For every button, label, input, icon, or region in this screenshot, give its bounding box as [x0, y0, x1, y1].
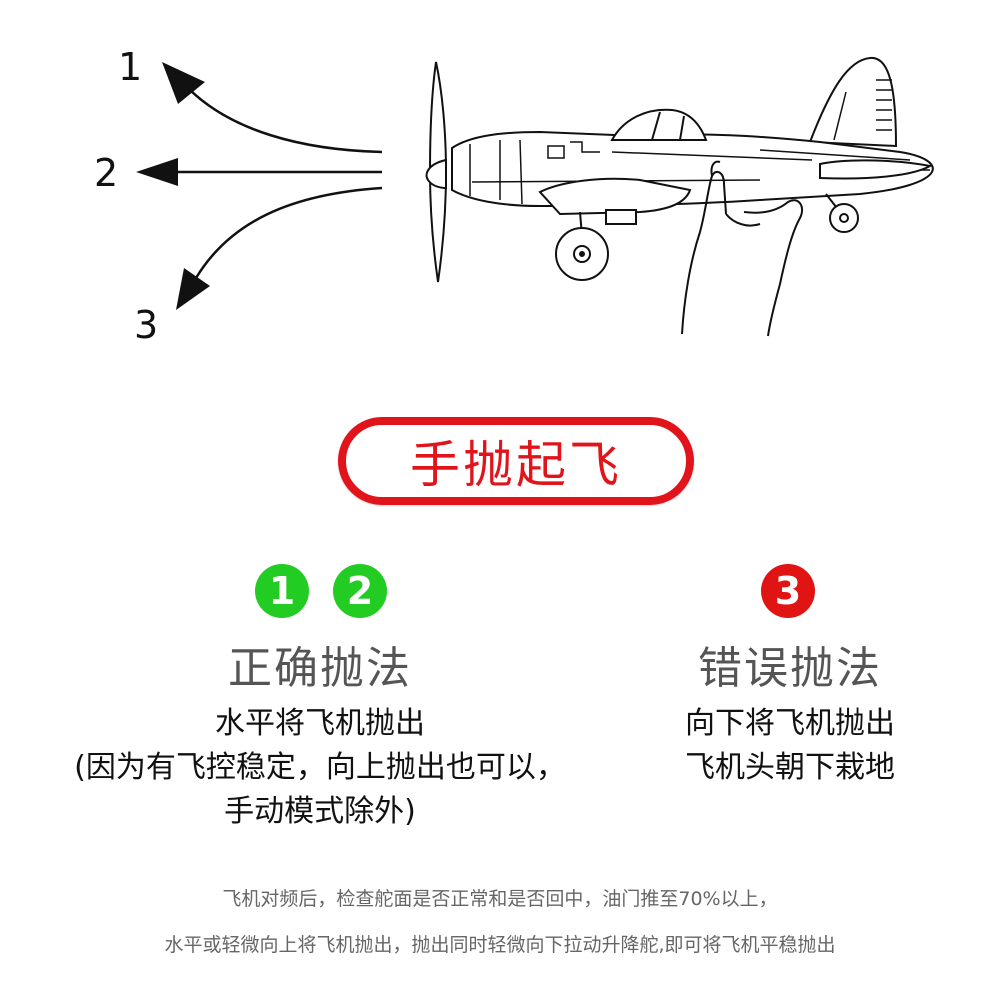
wrong-heading: 错误抛法 [698, 643, 882, 694]
instruction-note-2: 水平或轻微向上将飞机抛出，抛出同时轻微向下拉动升降舵,即可将飞机平稳抛出 [164, 934, 836, 956]
correct-badge-2: 2 [333, 564, 387, 618]
stabilizer [819, 159, 933, 180]
hand-drawing [681, 160, 804, 337]
correct-line-1: 水平将飞机抛出 [215, 706, 425, 741]
arrow-1-path [187, 87, 383, 154]
correct-line-2: (因为有飞控稳定，向上抛出也可以， [74, 750, 566, 785]
arrow-2-label: 2 [94, 151, 119, 195]
instruction-note-1: 飞机对频后，检查舵面是否正常和是否回中，油门推至70%以上， [222, 888, 778, 910]
spinner [425, 158, 447, 190]
correct-badge-1: 1 [255, 564, 309, 618]
wrong-badge-3: 3 [761, 564, 815, 618]
tail-fin [808, 56, 898, 148]
arrow-3-head [176, 268, 210, 310]
trajectory-arrows [172, 87, 383, 279]
arrow-1-label: 1 [118, 45, 143, 89]
wing [538, 177, 692, 216]
page-title: 手抛起飞 [410, 436, 622, 494]
title-badge: 手抛起飞 [338, 417, 694, 505]
hand-launch-illustration [136, 56, 934, 337]
airplane-drawing [425, 56, 934, 283]
arrow-3-path [194, 186, 383, 279]
correct-line-3: 手动模式除外) [224, 794, 416, 829]
canopy [610, 108, 708, 141]
arrow-1-head [162, 62, 205, 104]
wrong-line-1: 向下将飞机抛出 [685, 706, 895, 741]
arrow-3-label: 3 [134, 303, 159, 347]
wrong-line-2: 飞机头朝下栽地 [685, 750, 895, 785]
arrow-2-head [136, 158, 178, 186]
correct-heading: 正确抛法 [228, 643, 412, 694]
